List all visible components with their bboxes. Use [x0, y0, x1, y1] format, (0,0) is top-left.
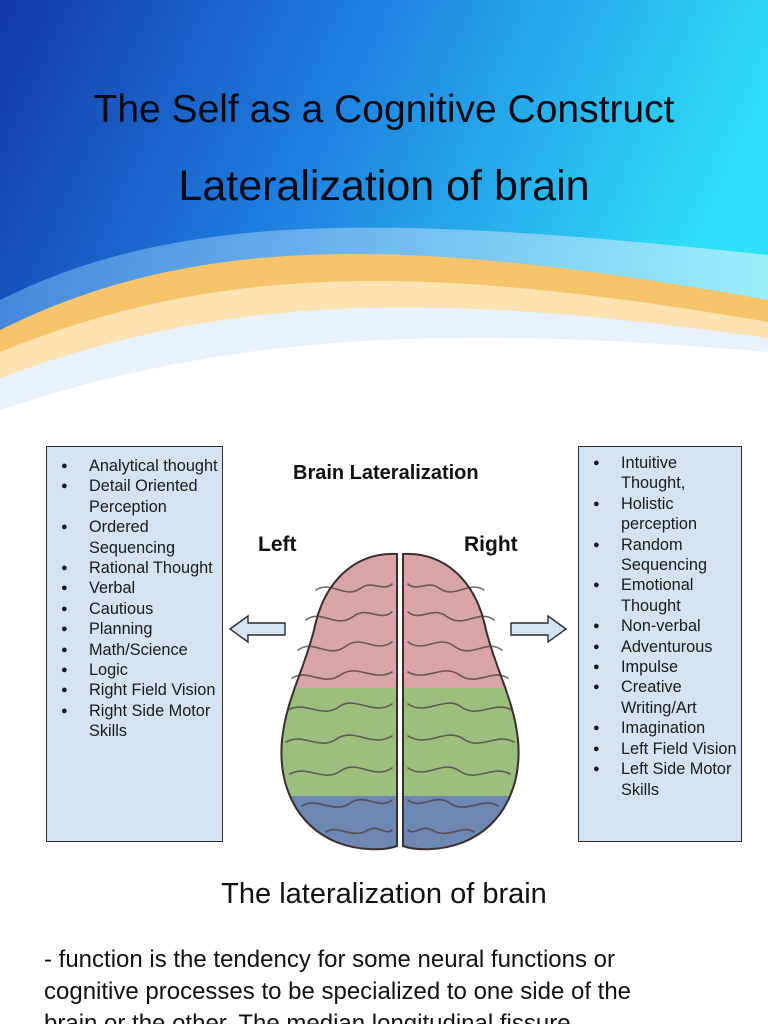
list-item: Left Side Motor Skills	[593, 759, 737, 800]
list-item: Holistic perception	[593, 494, 737, 535]
list-item: Rational Thought	[61, 558, 218, 579]
body-paragraph: - function is the tendency for some neur…	[44, 946, 632, 1024]
list-item: Ordered Sequencing	[61, 517, 218, 558]
list-item: Creative Writing/Art	[593, 677, 737, 718]
list-item: Cautious	[61, 599, 218, 620]
figure-title: Brain Lateralization	[293, 462, 479, 484]
left-arrow-icon	[228, 614, 286, 644]
list-item: Right Side Motor Skills	[61, 701, 218, 742]
list-item: Adventurous	[593, 637, 737, 658]
right-functions-list: Intuitive Thought, Holistic perception R…	[579, 447, 741, 800]
list-item: Detail Oriented Perception	[61, 476, 218, 517]
list-item: Verbal	[61, 578, 218, 599]
list-item: Left Field Vision	[593, 739, 737, 760]
right-hemisphere-label: Right	[464, 533, 518, 556]
left-functions-list: Analytical thought Detail Oriented Perce…	[47, 447, 222, 742]
slide-subtitle: Lateralization of brain	[178, 162, 590, 210]
list-item: Impulse	[593, 657, 737, 678]
list-item: Emotional Thought	[593, 575, 737, 616]
list-item: Right Field Vision	[61, 680, 218, 701]
list-item: Imagination	[593, 718, 737, 739]
right-arrow-icon	[510, 614, 568, 644]
list-item: Math/Science	[61, 640, 218, 661]
list-item: Intuitive Thought,	[593, 453, 737, 494]
slide-title: The Self as a Cognitive Construct	[93, 88, 675, 131]
brain-top-view-illustration	[280, 552, 520, 851]
left-hemisphere-label: Left	[258, 533, 297, 556]
list-item: Analytical thought	[61, 456, 218, 477]
list-item: Random Sequencing	[593, 535, 737, 576]
list-item: Planning	[61, 619, 218, 640]
list-item: Logic	[61, 660, 218, 681]
right-hemisphere-functions-box: Intuitive Thought, Holistic perception R…	[578, 446, 742, 842]
left-hemisphere-functions-box: Analytical thought Detail Oriented Perce…	[46, 446, 223, 842]
list-item: Non-verbal	[593, 616, 737, 637]
section-heading: The lateralization of brain	[221, 878, 547, 910]
header-wave-background	[0, 0, 768, 430]
